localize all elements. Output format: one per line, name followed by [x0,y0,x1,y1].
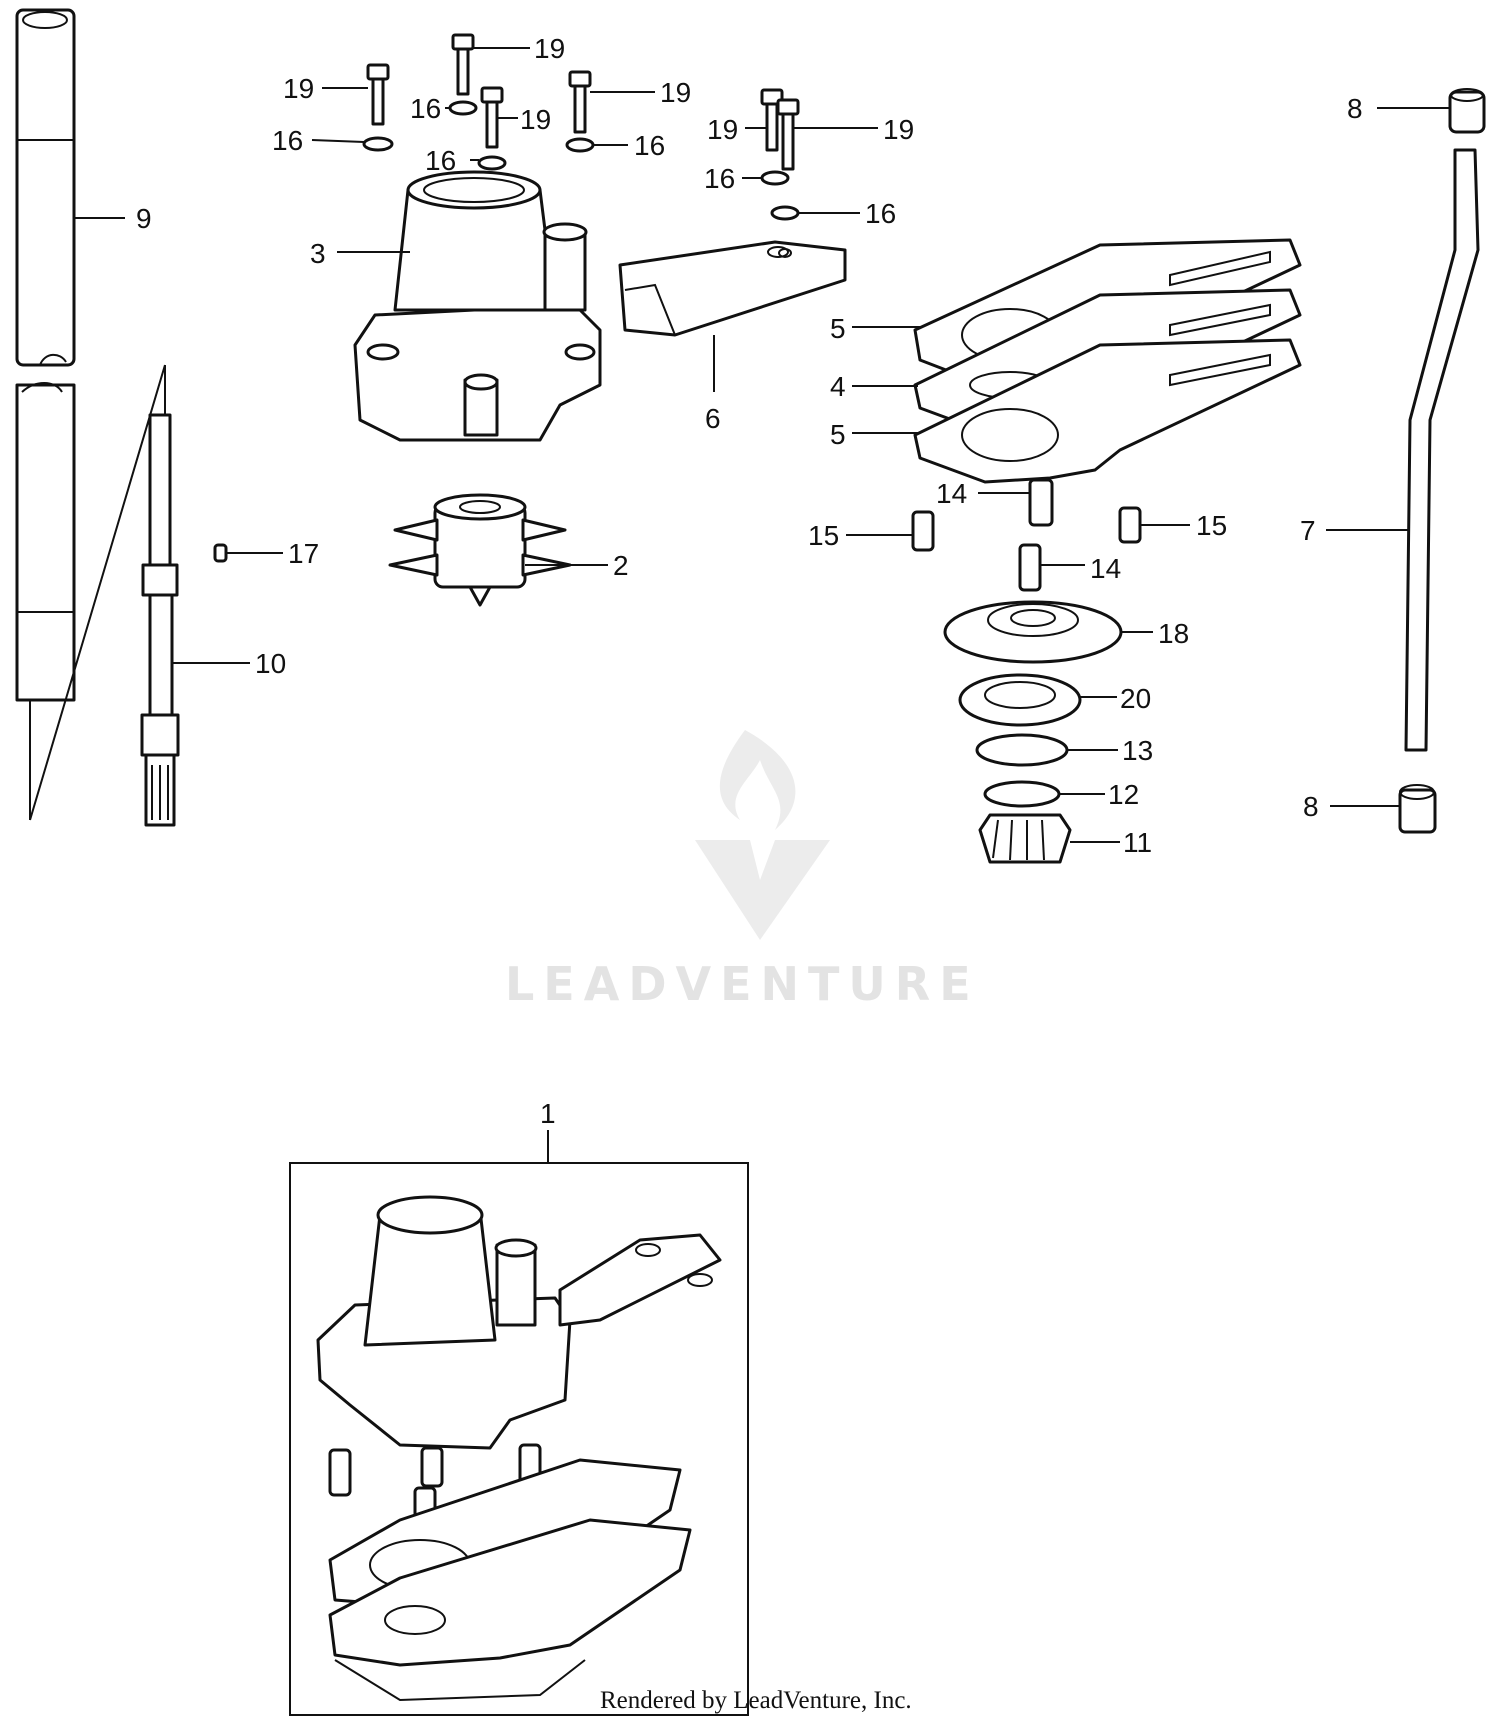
part-6-cover-plate [618,240,847,337]
part-19-bolt [366,63,390,126]
callout-5: 5 [830,419,846,450]
callout-16: 16 [865,198,896,229]
callout-19: 19 [520,104,551,135]
part-7-water-tube [1404,148,1480,752]
callout-18: 18 [1158,618,1189,649]
part-11-pinion-gear [978,813,1072,864]
callout-19: 19 [283,73,314,104]
callout-19: 19 [534,33,565,64]
part-19-bolt [568,70,592,134]
part-19-bolt [776,98,800,171]
part-20-ball-bearing [958,673,1082,727]
part-13-thrust-washer [975,733,1069,767]
callout-5: 5 [830,313,846,344]
leader-lines [74,47,1450,1163]
callout-labels: 19 19 19 19 19 19 16 16 16 16 16 16 8 8 … [136,33,1363,1129]
part-19-bolt [451,33,475,96]
callout-8: 8 [1347,93,1363,124]
callout-15: 15 [1196,510,1227,541]
callout-11: 11 [1123,827,1152,858]
callout-10: 10 [255,648,286,679]
part-19-bolt [480,86,504,149]
callout-3: 3 [310,238,326,269]
callout-6: 6 [705,403,721,434]
callout-14: 14 [936,478,967,509]
part-16-washer [448,100,478,116]
callout-12: 12 [1108,779,1139,810]
callout-16: 16 [272,125,303,156]
part-14-dowel-pin [1018,543,1042,592]
part-16-washer [362,136,394,152]
part-16-washer [477,155,507,171]
callout-16: 16 [634,130,665,161]
part-8-grommet-bottom [1398,784,1437,834]
callout-4: 4 [830,371,846,402]
part-15-dowel-pin [1118,506,1142,544]
part-2-impeller [388,493,572,607]
callout-13: 13 [1122,735,1153,766]
part-10-drive-shaft [140,413,180,827]
callout-20: 20 [1120,683,1151,714]
leadventure-watermark: LEADVENTURE [505,730,980,1011]
footer-credit: Rendered by LeadVenture, Inc. [600,1687,912,1714]
assembly-frame [289,1162,749,1716]
part-16-washer [565,137,595,153]
part-16-washer [760,170,790,186]
part-9-shaft-tube [15,8,76,702]
callout-19: 19 [660,77,691,108]
part-14-dowel-pin [1028,478,1054,527]
callout-16: 16 [704,163,735,194]
part-3-pump-housing [353,170,602,442]
callout-9: 9 [136,203,152,234]
watermark-text: LEADVENTURE [505,957,980,1011]
callout-2: 2 [613,550,629,581]
callout-15: 15 [808,520,839,551]
callout-8: 8 [1303,791,1319,822]
part-16-washer [770,205,800,221]
callout-17: 17 [288,538,319,569]
part-1-pump-assembly [289,1162,749,1716]
part-15-dowel-pin [911,510,935,552]
part-17-key [213,543,228,563]
break-line [29,364,166,821]
part-18-seal-housing [943,600,1123,664]
callout-14: 14 [1090,553,1121,584]
part-12-thrust-bearing [983,780,1061,808]
callout-19: 19 [883,114,914,145]
part-5-gasket-bottom [913,338,1302,484]
part-8-grommet-top [1448,88,1486,134]
callout-19: 19 [707,114,738,145]
callout-7: 7 [1300,515,1316,546]
callout-16: 16 [425,145,456,176]
callout-16: 16 [410,93,441,124]
callout-1: 1 [540,1098,556,1129]
